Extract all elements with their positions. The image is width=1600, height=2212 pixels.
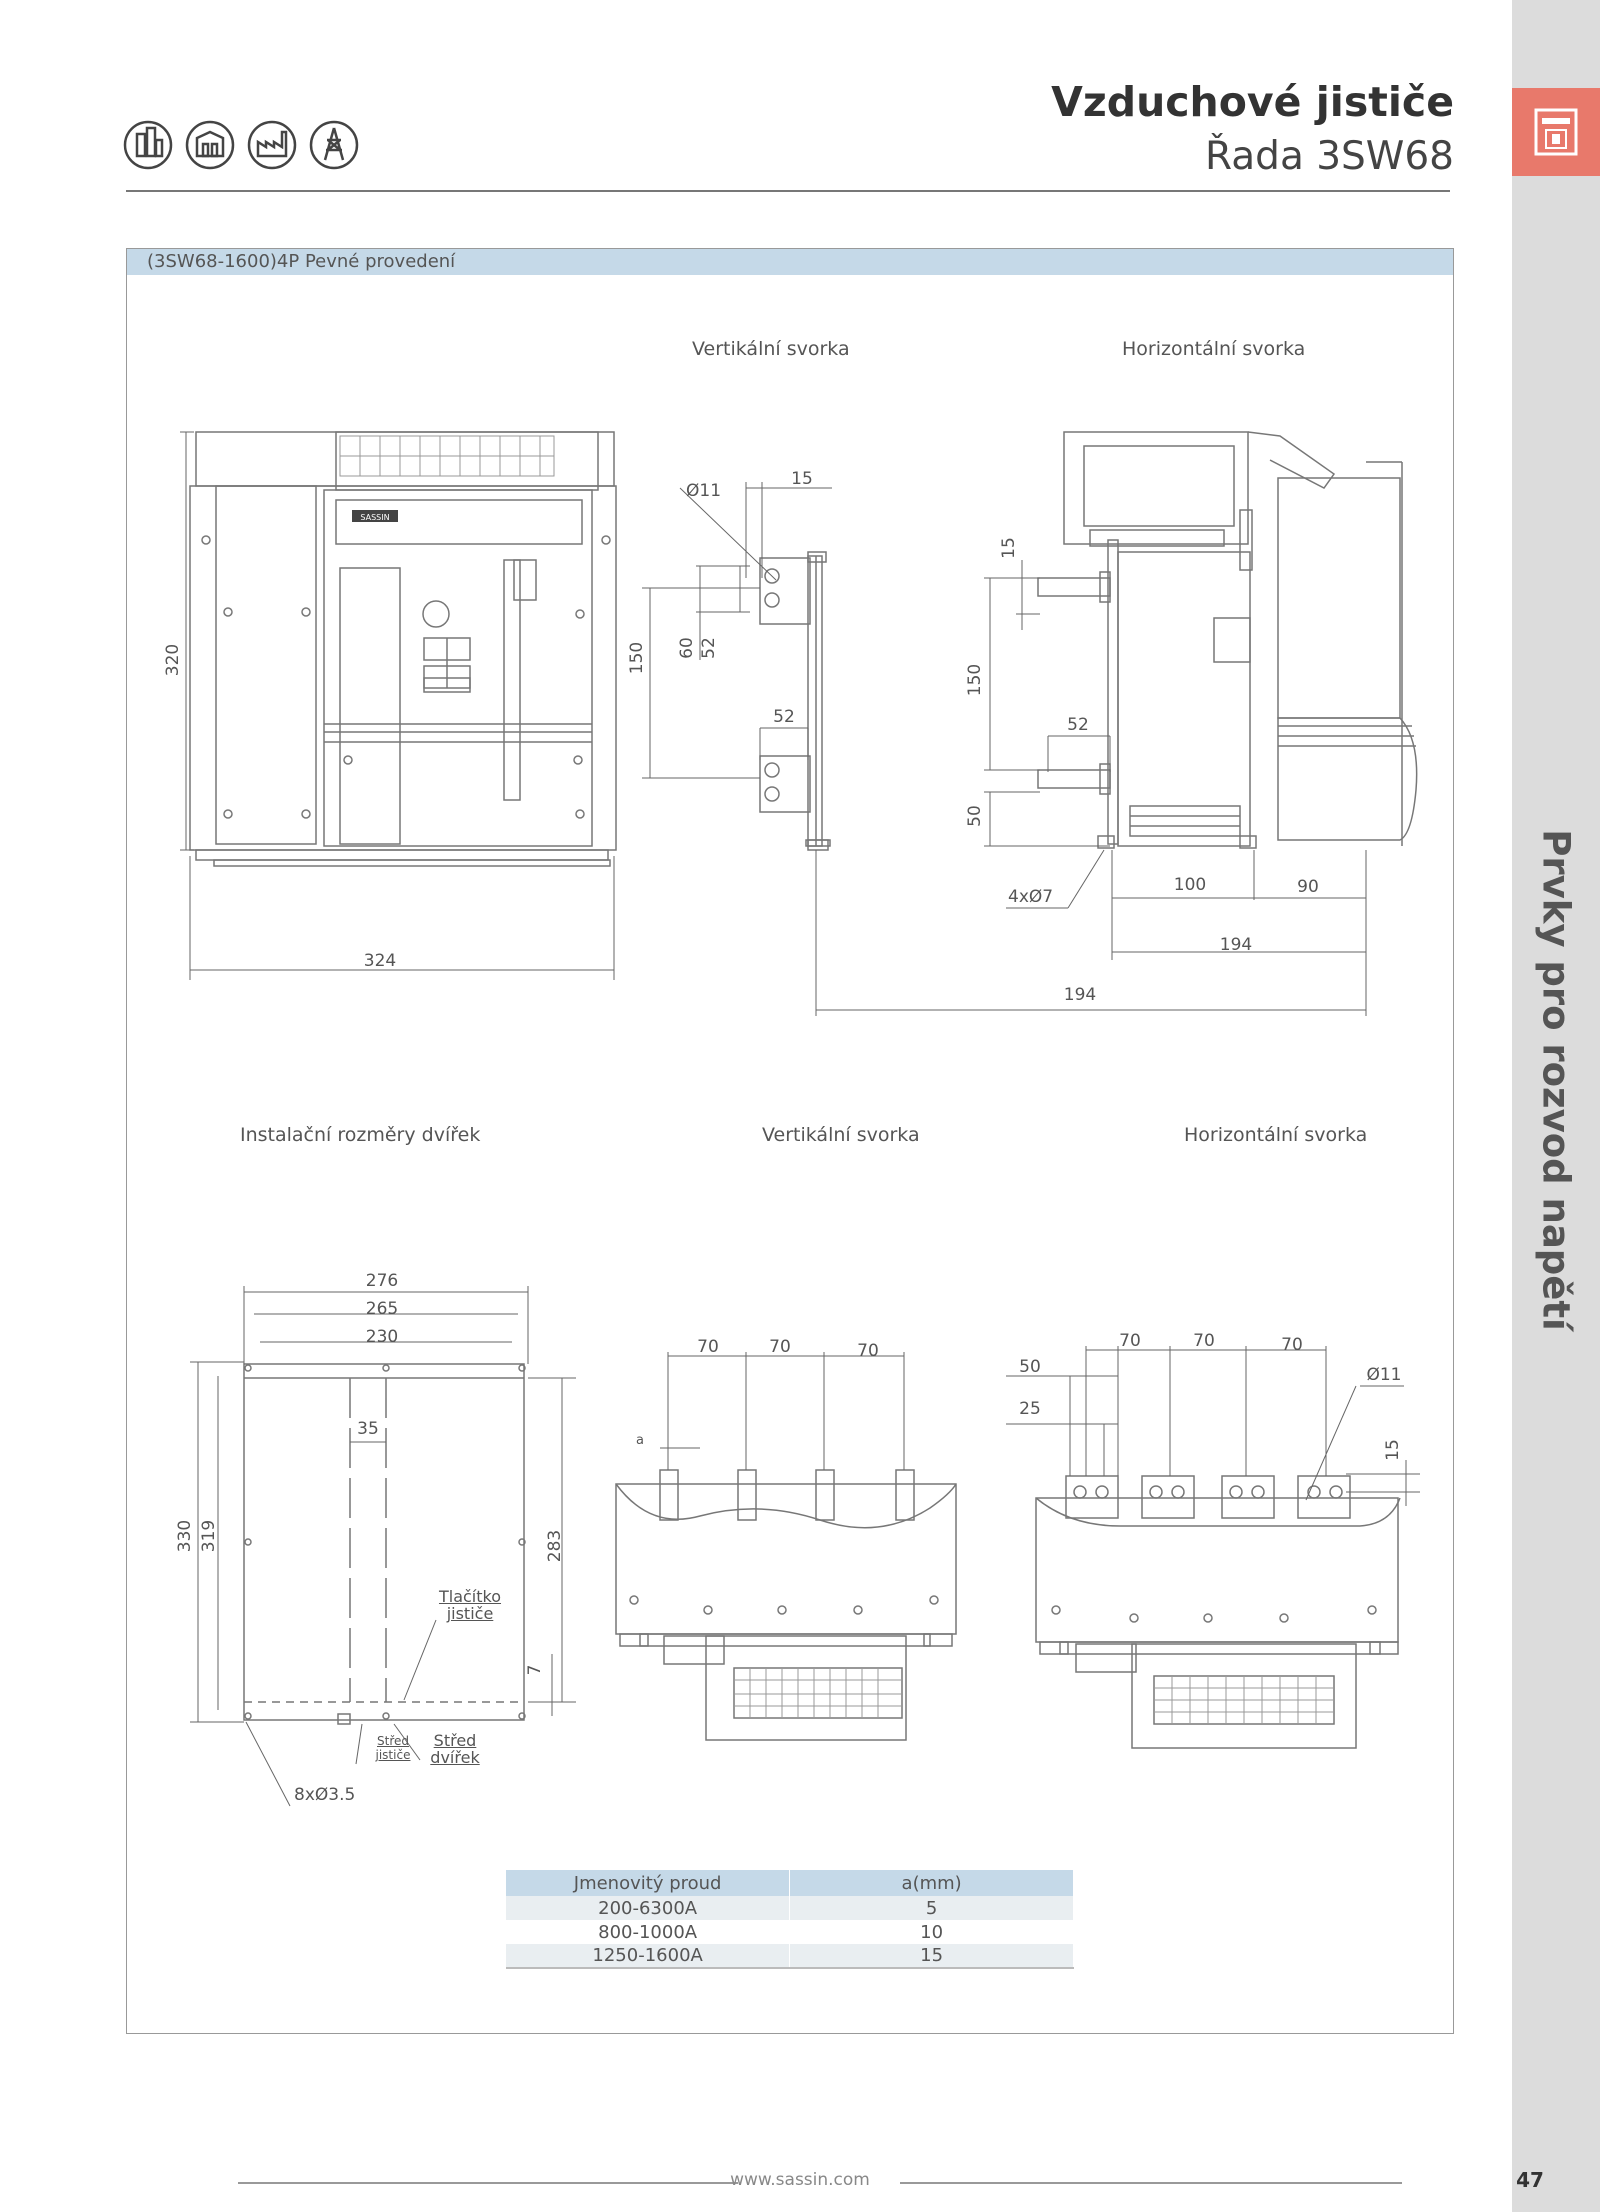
dim-bh-50: 50 (1019, 1357, 1041, 1377)
header-divider (126, 190, 1450, 192)
footer-url[interactable]: www.sassin.com (730, 2170, 870, 2190)
vertical-terminal-top (759, 551, 831, 851)
drawing-frame: (3SW68-1600)4P Pevné provedení (126, 248, 1454, 2034)
caption-top-horizontal: Horizontální svorka (1122, 338, 1306, 360)
caption-bottom-vertical: Vertikální svorka (762, 1124, 920, 1146)
front-view (189, 431, 617, 867)
dim-h-52: 52 (1067, 715, 1089, 735)
commercial-building-icon (185, 120, 235, 170)
dim-bh-70b: 70 (1193, 1331, 1215, 1351)
dim-bh-70a: 70 (1119, 1331, 1141, 1351)
dim-d-330: 330 (175, 1520, 195, 1552)
dim-bh-70c: 70 (1281, 1335, 1303, 1355)
brand-label: SASSIN (360, 513, 389, 522)
table-cell-a: 5 (789, 1896, 1074, 1920)
breaker-icon (1534, 108, 1578, 156)
dim-d-35: 35 (357, 1419, 379, 1439)
caption-bottom-horizontal: Horizontální svorka (1184, 1124, 1368, 1146)
dim-d-7: 7 (525, 1665, 545, 1676)
caption-top-vertical: Vertikální svorka (692, 338, 850, 360)
table-cell-current: 1250-1600A (506, 1944, 791, 1969)
horizontal-terminal-bottom (1035, 1475, 1401, 1749)
table-cell-current: 800-1000A (506, 1920, 791, 1944)
horizontal-terminal-strip (1154, 1676, 1334, 1724)
table-header-a: a(mm) (789, 1870, 1074, 1896)
dim-d-holes: 8xØ3.5 (294, 1785, 355, 1805)
dim-d-283: 283 (545, 1530, 565, 1562)
dim-v-hole: Ø11 (686, 481, 721, 501)
label-center-breaker: Střed jističe (375, 1734, 411, 1762)
dim-d-276: 276 (366, 1271, 398, 1291)
infrastructure-tower-icon (309, 120, 359, 170)
page-number: 47 (1516, 2168, 1544, 2192)
dim-h-150: 150 (965, 664, 985, 696)
dim-v-52a: 52 (699, 637, 719, 659)
dim-h-15: 15 (999, 537, 1019, 559)
table-row: 200-6300A 5 (506, 1896, 1074, 1920)
dim-h-mount: 4xØ7 (1008, 887, 1053, 907)
label-breaker-button: Tlačítko jističe (438, 1588, 502, 1623)
dim-h-100: 100 (1174, 875, 1206, 895)
dim-h-50: 50 (965, 805, 985, 827)
table-cell-a: 10 (789, 1920, 1074, 1944)
dim-v-top: 15 (791, 469, 813, 489)
table-cell-a: 15 (789, 1944, 1074, 1969)
dim-bh-25: 25 (1019, 1399, 1041, 1419)
page-title: Vzduchové jističe (1051, 78, 1454, 126)
footer-divider-left (238, 2182, 738, 2184)
factory-icon (247, 120, 297, 170)
dim-h-194a: 194 (1220, 935, 1252, 955)
dim-h-90: 90 (1297, 877, 1319, 897)
application-icons (123, 120, 373, 177)
table-cell-current: 200-6300A (506, 1896, 791, 1920)
dim-v-52b: 52 (773, 707, 795, 727)
dim-bv-a: a (636, 1433, 644, 1448)
table-row: 1250-1600A 15 (506, 1944, 1074, 1969)
dim-d-319: 319 (199, 1520, 219, 1552)
brand-plate (352, 510, 398, 522)
dim-front-width: 324 (364, 951, 396, 971)
rated-current-table: Jmenovitý proud a(mm) 200-6300A 5 800-10… (506, 1870, 1074, 1969)
dim-front-height: 320 (163, 644, 183, 676)
residential-building-icon (123, 120, 173, 170)
table-row: 800-1000A 10 (506, 1920, 1074, 1944)
dim-bv-70a: 70 (697, 1337, 719, 1357)
horizontal-terminal-top (1037, 431, 1418, 849)
dim-bv-70b: 70 (769, 1337, 791, 1357)
vertical-terminal-strip (734, 1668, 902, 1718)
dim-bh-15: 15 (1383, 1439, 1403, 1461)
dim-v-150: 150 (627, 642, 647, 674)
vertical-terminal-bottom (615, 1469, 957, 1741)
sidebar (1512, 0, 1600, 2212)
section-tab[interactable] (1512, 88, 1600, 176)
dim-d-265: 265 (366, 1299, 398, 1319)
footer-divider-right (900, 2182, 1402, 2184)
label-center-door: Střed dvířek (430, 1732, 480, 1767)
dim-bv-70c: 70 (857, 1341, 879, 1361)
dim-bh-hole: Ø11 (1366, 1365, 1401, 1385)
door-installation (243, 1363, 526, 1725)
table-header-current: Jmenovitý proud (506, 1870, 791, 1896)
dim-h-194b: 194 (1064, 985, 1096, 1005)
dim-v-60: 60 (677, 637, 697, 659)
table-header-row: Jmenovitý proud a(mm) (506, 1870, 1074, 1896)
frame-title: (3SW68-1600)4P Pevné provedení (127, 249, 1453, 275)
caption-bottom-install: Instalační rozměry dvířek (240, 1124, 481, 1146)
dim-d-230: 230 (366, 1327, 398, 1347)
page-subtitle: Řada 3SW68 (1205, 134, 1454, 179)
